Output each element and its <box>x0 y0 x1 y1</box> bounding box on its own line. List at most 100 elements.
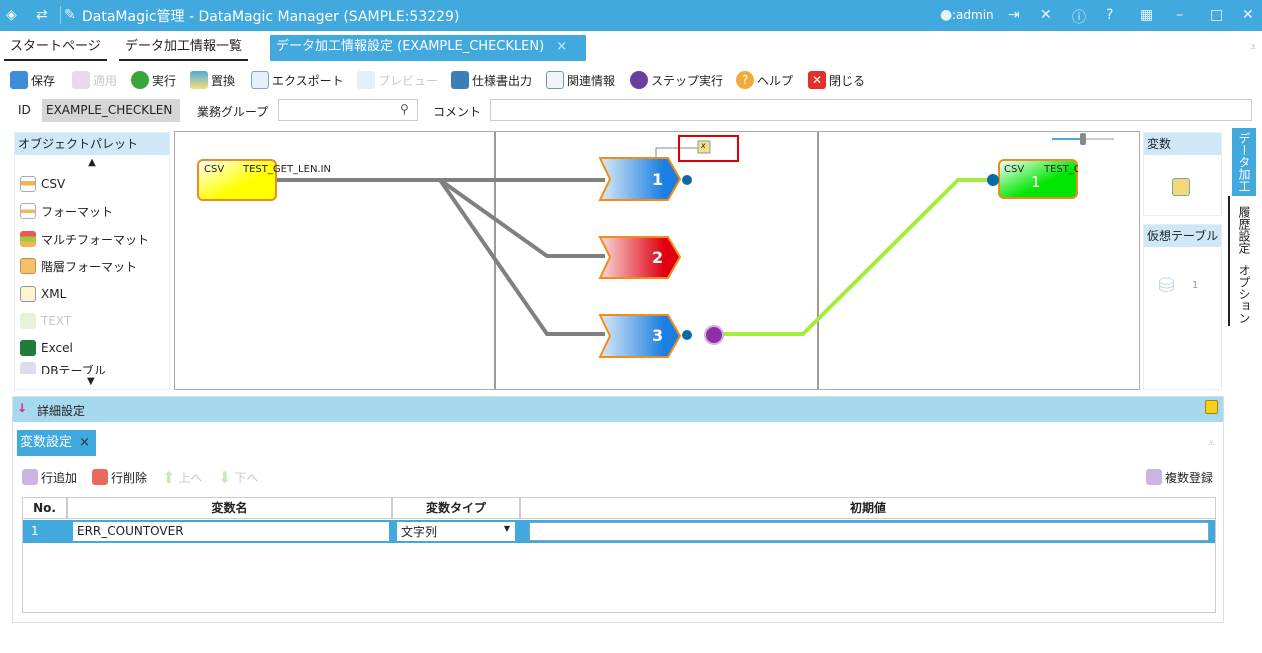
variable-name-input[interactable]: ERR_COUNTOVER <box>73 522 389 541</box>
output-port <box>682 330 692 340</box>
close-button[interactable]: ✕閉じる <box>808 69 865 91</box>
replace-icon <box>190 71 208 89</box>
highlight-box <box>678 135 739 162</box>
related-info-button[interactable]: 関連情報 <box>546 69 615 91</box>
move-down-button[interactable]: ⬇下へ <box>218 467 259 487</box>
id-field: EXAMPLE_CHECKLEN <box>42 99 180 122</box>
tab-start-page[interactable]: スタートページ <box>4 35 107 61</box>
tab-data-settings[interactable]: データ加工情報設定 (EXAMPLE_CHECKLEN) × <box>270 35 586 61</box>
collapse-arrow-icon[interactable]: ↓ <box>17 401 28 415</box>
virtual-table-title: 仮想テーブル <box>1144 225 1221 247</box>
detail-header: ↓ 詳細設定 <box>13 397 1223 422</box>
palette-item-text[interactable]: TEXT <box>20 310 71 332</box>
search-icon[interactable]: ⚲ <box>400 102 409 116</box>
table-row[interactable]: 1 ERR_COUNTOVER 文字列 ▼ <box>23 520 1215 543</box>
output-node-number: 1 <box>1031 173 1041 191</box>
palette-item-excel[interactable]: Excel <box>20 337 73 359</box>
spec-icon <box>451 71 469 89</box>
step-run-button[interactable]: ステップ実行 <box>630 69 723 91</box>
input-node-type: CSV <box>204 164 225 175</box>
settings-icon[interactable]: ✕ <box>1040 7 1052 23</box>
delete-row-icon <box>92 469 108 485</box>
logout-icon[interactable]: ⇥ <box>1008 7 1020 23</box>
variable-icon[interactable] <box>1172 178 1190 196</box>
palette-item-multi-format[interactable]: マルチフォーマット <box>20 228 149 250</box>
palette-scroll-up[interactable]: ▲ <box>88 157 96 168</box>
column-header-initial[interactable]: 初期値 <box>520 497 1216 519</box>
tab-data-list[interactable]: データ加工情報一覧 <box>119 35 249 61</box>
column-header-type[interactable]: 変数タイプ <box>392 497 520 519</box>
side-tab-options[interactable]: オプション <box>1237 264 1251 324</box>
palette-scroll-down[interactable]: ▼ <box>87 376 95 387</box>
help-question-icon: ? <box>736 71 754 89</box>
clapper-icon[interactable]: ▦ <box>1140 7 1154 23</box>
side-tab-history[interactable]: 履歴設定 <box>1237 206 1251 254</box>
filter-3-label: 3 <box>652 326 664 345</box>
column-header-name[interactable]: 変数名 <box>67 497 392 519</box>
input-node-name: TEST_GET_LEN.IN <box>243 164 332 175</box>
filter-1-label: 1 <box>652 170 664 189</box>
variable-marker-label: x <box>701 141 706 150</box>
info-icon[interactable]: ⓘ <box>1072 10 1086 26</box>
save-icon <box>10 71 28 89</box>
close-window-button[interactable]: ✕ <box>1242 7 1254 23</box>
variable-type-value: 文字列 <box>401 525 438 539</box>
palette-item-db-table[interactable]: DBテーブル <box>20 362 106 374</box>
user-icon: ● <box>940 7 953 23</box>
filter-node-1 <box>598 157 682 201</box>
filter-2-label: 2 <box>652 248 664 267</box>
database-icon[interactable]: ⛁ <box>1158 273 1175 297</box>
input-csv-node <box>197 159 277 201</box>
subtab-menu-icon[interactable]: ⩡ <box>1208 436 1215 450</box>
palette-item-xml[interactable]: XML <box>20 283 66 305</box>
lock-icon[interactable] <box>1205 400 1218 414</box>
palette-item-hier-format[interactable]: 階層フォーマット <box>20 255 137 277</box>
user-name: :admin <box>952 8 994 22</box>
variable-marker-icon <box>697 140 711 154</box>
apply-button[interactable]: 適用 <box>72 69 117 91</box>
tab-close-icon[interactable]: × <box>556 39 568 54</box>
refresh-icon[interactable]: ⇄ <box>36 7 48 23</box>
up-arrow-icon: ⬆ <box>162 467 176 487</box>
connector-3 <box>438 178 605 336</box>
comment-label: コメント <box>433 105 482 119</box>
window-title: DataMagic管理 - DataMagic Manager (SAMPLE:… <box>82 9 460 25</box>
dropdown-arrow-icon: ▼ <box>503 524 510 533</box>
save-button[interactable]: 保存 <box>10 69 55 91</box>
subtab-close-icon[interactable]: × <box>79 435 91 450</box>
variables-title: 変数 <box>1144 133 1221 155</box>
output-connector <box>720 178 993 336</box>
tab-menu-icon[interactable]: ⩡ <box>1250 40 1257 54</box>
help-icon[interactable]: ? <box>1106 7 1114 23</box>
move-up-button[interactable]: ⬆上へ <box>162 467 203 487</box>
variable-type-select[interactable]: 文字列 ▼ <box>397 522 515 541</box>
comment-input[interactable] <box>490 99 1252 121</box>
tool-icon[interactable]: ✎ <box>64 7 76 23</box>
zoom-slider-thumb <box>1080 133 1086 145</box>
replace-button[interactable]: 置換 <box>190 69 235 91</box>
palette-item-format[interactable]: フォーマット <box>20 200 113 222</box>
help-button[interactable]: ?ヘルプ <box>736 69 793 91</box>
palette-item-csv[interactable]: CSV <box>20 173 65 195</box>
tab-label: データ加工情報設定 (EXAMPLE_CHECKLEN) <box>276 39 545 54</box>
virtual-table-count: 1 <box>1192 280 1199 291</box>
group-input[interactable] <box>278 99 418 121</box>
spec-output-button[interactable]: 仕様書出力 <box>451 69 532 91</box>
run-button[interactable]: 実行 <box>131 69 176 91</box>
export-button[interactable]: エクスポート <box>251 69 344 91</box>
add-row-button[interactable]: 行追加 <box>22 466 77 488</box>
object-palette: オブジェクトパレット ▲ <box>14 132 170 390</box>
delete-row-button[interactable]: 行削除 <box>92 466 147 488</box>
maximize-button[interactable]: □ <box>1210 7 1224 23</box>
app-logo-icon: ◈ <box>6 7 17 23</box>
tab-variable-settings[interactable]: 変数設定 × <box>17 430 96 456</box>
minimize-button[interactable]: – <box>1176 7 1183 23</box>
preview-button[interactable]: プレビュー <box>357 69 438 91</box>
bulk-register-button[interactable]: 複数登録 <box>1146 466 1213 488</box>
output-node-type: CSV <box>1004 164 1025 175</box>
variables-panel: 変数 <box>1143 132 1222 216</box>
variable-link <box>655 147 698 158</box>
initial-value-input[interactable] <box>529 522 1209 541</box>
side-tab-data[interactable]: データ加工 <box>1232 128 1256 196</box>
